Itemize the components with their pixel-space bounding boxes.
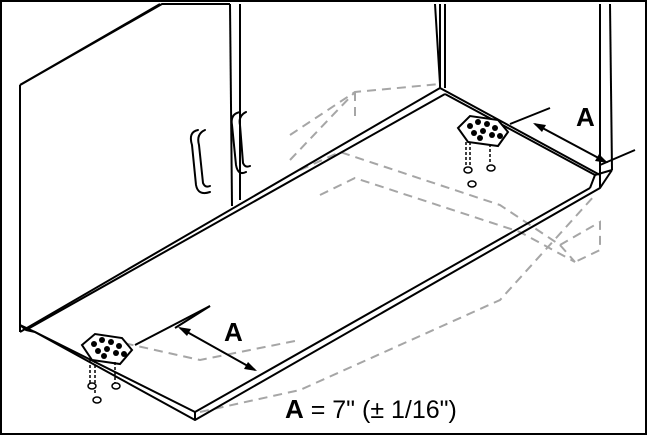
rear-dimension-line xyxy=(534,123,607,163)
formula-value: = 7" (± 1/16") xyxy=(304,396,457,424)
door-handles xyxy=(189,111,251,195)
rear-extension-line-1 xyxy=(509,107,551,125)
right-door-handle xyxy=(230,111,247,175)
front-dimension xyxy=(134,305,257,371)
rear-arrow-1 xyxy=(533,123,546,132)
rear-mounting-bracket xyxy=(456,114,510,188)
rear-dimension xyxy=(509,107,636,166)
rear-dimension-label: A xyxy=(576,102,595,132)
left-door-handle xyxy=(189,129,211,195)
hidden-lines xyxy=(109,83,601,413)
front-extension-line-2 xyxy=(174,305,211,329)
dimension-formula: A = 7" (± 1/16") xyxy=(285,394,457,424)
front-dimension-line xyxy=(179,327,256,371)
rear-arrow-2 xyxy=(595,154,608,163)
front-dimension-label: A xyxy=(224,317,243,347)
front-arrow-2 xyxy=(244,362,257,371)
formula-variable: A xyxy=(285,394,304,424)
cabinet-body xyxy=(19,3,613,421)
front-extension-line-1 xyxy=(134,305,211,346)
front-mounting-bracket xyxy=(80,332,134,404)
front-arrow-1 xyxy=(178,327,191,336)
rear-extension-line-2 xyxy=(599,149,636,166)
